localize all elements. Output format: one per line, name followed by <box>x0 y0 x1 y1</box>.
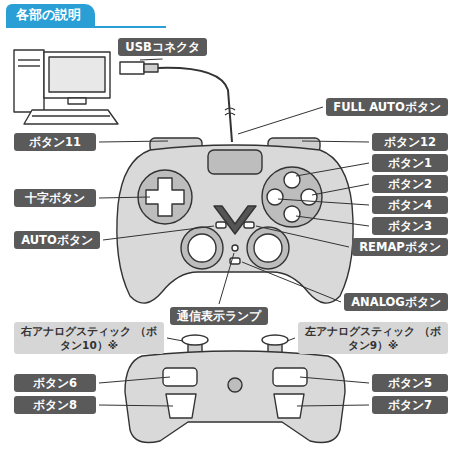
leader-line <box>99 377 170 383</box>
part-label: ANALOGボタン <box>344 293 448 311</box>
stick-cap <box>262 335 288 345</box>
part-name: ボタン1 <box>388 156 432 170</box>
part-name: ボタン6 <box>33 376 77 390</box>
stick-right <box>247 227 289 269</box>
stick-left <box>181 227 223 269</box>
leader-line <box>302 141 369 142</box>
part-name: REMAPボタン <box>359 240 440 254</box>
title: 各部の説明 <box>16 7 81 22</box>
leader-line <box>300 377 369 383</box>
part-label: ボタン2 <box>372 175 448 193</box>
title-tab: 各部の説明 <box>6 4 95 26</box>
part-name: ボタン4 <box>388 198 432 212</box>
part-name: ボタン11 <box>29 135 81 149</box>
part-name: ボタン8 <box>33 398 77 412</box>
usb-cable <box>158 68 232 142</box>
part-name: 通信表示ランプ <box>177 309 261 323</box>
pc-monitor <box>44 52 110 98</box>
part-label: AUTOボタン <box>14 231 100 249</box>
stick-cap <box>182 335 208 345</box>
face-button <box>301 189 317 205</box>
title-rule <box>6 26 166 28</box>
pc-keyboard <box>24 110 118 124</box>
leader-line <box>103 226 214 240</box>
leader-line <box>296 163 369 176</box>
usb-plug <box>120 62 144 74</box>
leader-line <box>296 216 369 226</box>
part-name: USBコネクタ <box>125 40 199 54</box>
part-name: ボタン3 <box>388 219 432 233</box>
part-label: ボタン12 <box>372 133 448 151</box>
leader-line <box>219 253 234 304</box>
leader-line <box>297 405 369 406</box>
part-label: USBコネクタ <box>118 38 207 56</box>
part-label: ボタン6 <box>14 374 96 392</box>
dpad <box>146 178 184 216</box>
leader-line <box>99 405 173 406</box>
leader-line <box>99 197 150 198</box>
part-name: ボタン5 <box>388 376 432 390</box>
part-label: ボタン3 <box>372 217 448 235</box>
part-name: 十字ボタン <box>25 191 85 205</box>
stick-label: 右アナログスティック （ボタン10）※ <box>14 322 164 354</box>
face-button <box>284 206 300 222</box>
stick-label: 左アナログスティック （ボタン9）※ <box>298 322 448 354</box>
leader-line <box>278 199 369 205</box>
part-label: ボタン4 <box>372 196 448 214</box>
v-mark <box>214 206 256 234</box>
face-button <box>267 189 283 205</box>
part-label: ボタン5 <box>372 374 448 392</box>
part-name: ボタン12 <box>384 135 436 149</box>
leader-line <box>140 59 163 60</box>
cable-port <box>228 378 242 392</box>
leader-line <box>99 141 168 142</box>
part-label: ボタン7 <box>372 396 448 414</box>
leader-line <box>256 226 349 247</box>
controller-body <box>117 145 353 303</box>
center-panel <box>208 150 262 174</box>
part-name: ボタン2 <box>388 177 432 191</box>
pc-tower <box>14 50 44 112</box>
leader-line <box>167 338 183 341</box>
part-name: ボタン7 <box>388 398 432 412</box>
leader-line <box>312 184 369 195</box>
part-label: 十字ボタン <box>14 189 96 207</box>
lamp <box>232 245 238 251</box>
part-label: ボタン8 <box>14 396 96 414</box>
remap-button <box>244 222 254 228</box>
part-label: ボタン1 <box>372 154 448 172</box>
part-name: FULL AUTOボタン <box>333 100 440 114</box>
auto-button <box>216 222 226 228</box>
leader-line <box>287 338 295 341</box>
leader-line <box>242 262 341 302</box>
part-label: ボタン11 <box>14 133 96 151</box>
part-name: ANALOGボタン <box>351 295 441 309</box>
leader-line <box>238 107 323 134</box>
part-name: AUTOボタン <box>21 233 93 247</box>
part-name: 左アナログスティック （ボタン9）※ <box>305 325 441 351</box>
part-label: FULL AUTOボタン <box>326 98 448 116</box>
controller-front <box>125 351 345 443</box>
face-button <box>284 172 300 188</box>
part-name: 右アナログスティック （ボタン10）※ <box>21 325 157 351</box>
part-label: 通信表示ランプ <box>170 307 268 325</box>
part-label: REMAPボタン <box>352 238 448 256</box>
